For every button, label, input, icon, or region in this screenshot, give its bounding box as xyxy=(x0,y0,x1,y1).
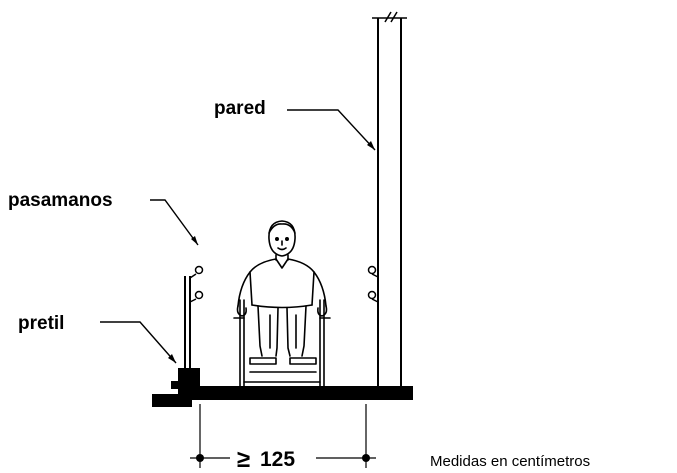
pretil-curb xyxy=(171,368,200,396)
floor-slab xyxy=(152,386,413,407)
dimension-symbol: ≥ xyxy=(237,446,250,473)
pared-label: pared xyxy=(214,98,266,119)
parapet-handrail xyxy=(184,265,204,370)
dimension-line xyxy=(190,404,376,468)
units-note: Medidas en centímetros xyxy=(430,453,590,470)
wheelchair-user-figure xyxy=(233,220,331,387)
wall xyxy=(372,11,407,388)
wall-handrail xyxy=(367,265,379,303)
pretil-label: pretil xyxy=(18,313,64,334)
dimension-value: 125 xyxy=(260,448,295,471)
leader-lines xyxy=(100,109,376,364)
pasamanos-label: pasamanos xyxy=(8,190,113,211)
